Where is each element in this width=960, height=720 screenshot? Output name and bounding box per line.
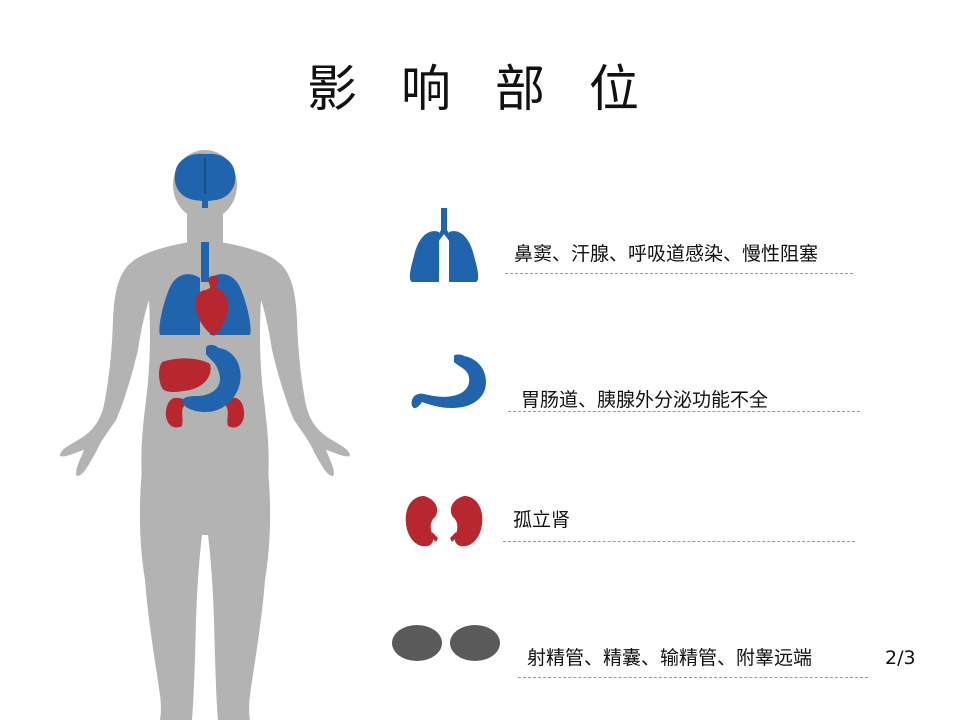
legend-divider-lungs [505,273,853,274]
body-kidneys-icon [165,397,245,428]
legend-label-lungs: 鼻窦、汗腺、呼吸道感染、慢性阻塞 [514,243,819,265]
human-body-figure [60,150,350,720]
heart-icon [195,275,229,336]
trachea-icon [201,242,209,282]
legend-divider-kidneys [503,541,855,542]
legend-divider-stomach [508,411,860,412]
legend-label-kidneys: 孤立肾 [513,509,571,531]
legend-divider-testes [518,677,868,678]
legend-label-testes: 射精管、精囊、输精管、附睾远端 [527,647,813,669]
legend-label-stomach: 胃肠道、胰腺外分泌功能不全 [521,389,769,411]
slide-title: 影 响 部 位 [307,60,653,118]
kidneys-icon [405,496,483,547]
brain-icon [174,153,236,208]
page-number: 2/3 [885,647,916,669]
lungs-icon [409,208,479,282]
testes-icon [392,625,500,661]
stomach-icon [411,354,486,409]
body-stomach-icon [182,345,241,412]
liver-icon [159,358,211,392]
body-silhouette [60,150,350,720]
